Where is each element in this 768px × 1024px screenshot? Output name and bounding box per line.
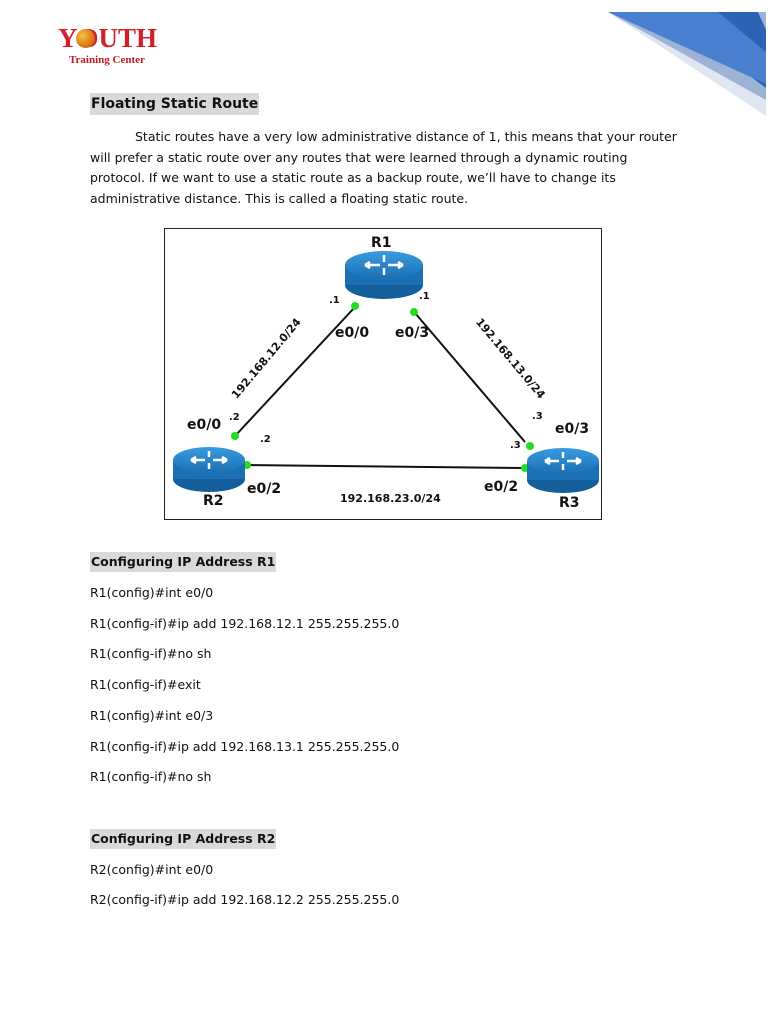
r1-e0-0-dot [351,302,359,310]
r3-e0-2-host: .3 [510,440,521,451]
command-line: R1(config)#int e0/3 [90,708,214,723]
r3-e0-3-host: .3 [532,411,543,422]
youth-training-center-logo: YOUTH Training Center [58,24,168,70]
r2-e0-0-interface: e0/0 [187,417,222,433]
router-r2-icon [173,447,245,492]
globe-icon [76,29,95,48]
router-r3-label: R3 [559,495,580,511]
page-title: Floating Static Route [90,93,260,115]
section-heading-r2: Configuring IP Address R2 [90,829,277,849]
logo-subtitle: Training Center [69,54,145,66]
link-r1-r2 [234,306,356,437]
command-line: R1(config-if)#ip add 192.168.13.1 255.25… [90,739,400,754]
command-line: R1(config-if)#no sh [90,769,212,784]
r2-e0-2-host: .2 [260,434,271,445]
r2-e0-2-interface: e0/2 [247,481,282,497]
r1-e0-0-interface: e0/0 [335,325,370,341]
command-line: R1(config-if)#exit [90,677,201,692]
router-r3-icon [527,448,599,493]
network-r2-r3-label: 192.168.23.0/24 [340,492,441,505]
command-line: R1(config)#int e0/0 [90,585,214,600]
link-r1-r3 [414,312,526,443]
intro-paragraph: Static routes have a very low administra… [90,127,680,209]
command-line: R2(config-if)#ip add 192.168.12.2 255.25… [90,892,400,907]
r3-e0-3-dot [526,442,534,450]
router-r1-icon [345,251,423,299]
router-r2-label: R2 [203,493,224,509]
decorative-corner-graphic [608,12,766,116]
r3-e0-3-interface: e0/3 [555,421,590,437]
link-r2-r3 [246,464,526,469]
network-topology-diagram: R1 R2 R3 .1 .1 e0/0 e0/3 .2 .2 e0/0 e0/2… [164,228,602,520]
command-line: R2(config)#int e0/0 [90,862,214,877]
topology-lines [173,251,599,493]
intro-text: Static routes have a very low administra… [90,129,677,206]
r1-e0-3-host: .1 [419,291,430,302]
command-line: R1(config-if)#ip add 192.168.12.1 255.25… [90,616,400,631]
r1-e0-3-dot [410,308,418,316]
r2-e0-0-dot [231,432,239,440]
r2-e0-0-host: .2 [229,412,240,423]
section-heading-r1: Configuring IP Address R1 [90,552,277,572]
r3-e0-2-interface: e0/2 [484,479,519,495]
command-line: R1(config-if)#no sh [90,646,212,661]
r1-e0-0-host: .1 [329,295,340,306]
router-r1-label: R1 [371,235,392,251]
r1-e0-3-interface: e0/3 [395,325,430,341]
logo-word: YOUTH [58,23,158,53]
